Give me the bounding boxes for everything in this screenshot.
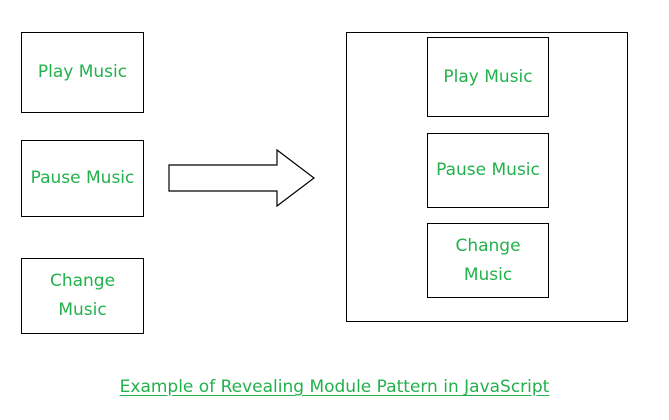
change-music-label-module: Change Music xyxy=(455,235,521,285)
change-music-box-left: Change Music xyxy=(21,258,144,334)
pause-music-label-left: Pause Music xyxy=(30,168,135,188)
right-arrow-icon xyxy=(168,148,315,208)
play-music-box-module: Play Music xyxy=(427,37,549,117)
change-music-box-module: Change Music xyxy=(427,223,549,298)
pause-music-box-left: Pause Music xyxy=(21,140,144,217)
play-music-label-left: Play Music xyxy=(37,62,128,82)
pause-music-label-module: Pause Music xyxy=(436,160,540,180)
play-music-box-left: Play Music xyxy=(21,32,144,113)
play-music-label-module: Play Music xyxy=(443,66,533,87)
change-music-label-left: Change Music xyxy=(49,271,116,320)
pause-music-box-module: Pause Music xyxy=(427,133,549,208)
diagram-caption: Example of Revealing Module Pattern in J… xyxy=(119,377,550,397)
